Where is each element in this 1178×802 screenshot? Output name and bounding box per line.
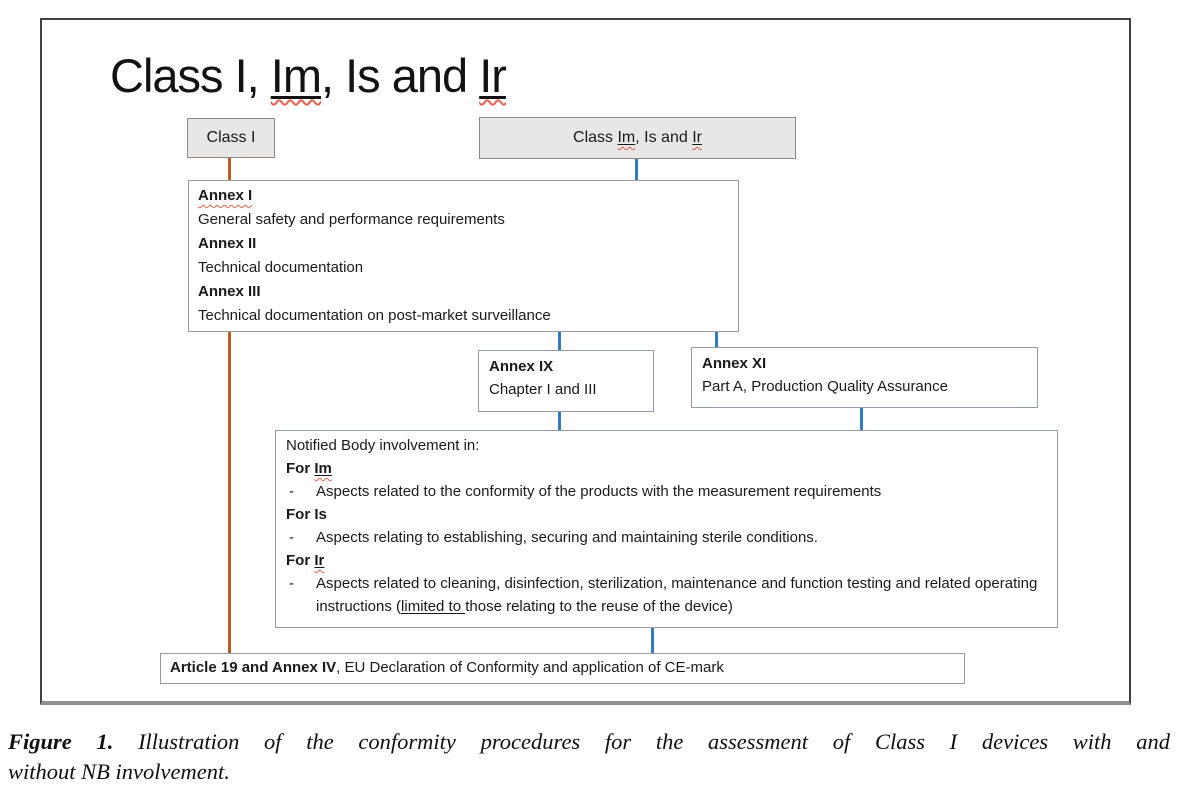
- text-line: General safety and performance requireme…: [198, 211, 505, 228]
- bullet-dash: -: [289, 575, 294, 592]
- text-line: Part A, Production Quality Assurance: [702, 378, 948, 395]
- node-class-im-is-ir: Class Im, Is and Ir: [479, 117, 796, 159]
- text-line: - Aspects relating to establishing, secur…: [286, 526, 1047, 549]
- connector-annex-xi-to-notified-body: [860, 407, 863, 431]
- node-notified-body-involvement: Notified Body involvement in: For Im - Aspe…: [275, 430, 1058, 628]
- figure-caption: Figure 1. Illustration of the conformity…: [8, 727, 1170, 787]
- spellcheck-squiggle: Ir: [692, 129, 702, 146]
- caption-line-2: without NB involvement.: [8, 759, 230, 784]
- text-line: Annex IX: [489, 358, 554, 375]
- node-class-i: Class I: [187, 118, 275, 158]
- text-line: For Is: [286, 506, 327, 523]
- caption-text-line1: Illustration of the conformity procedure…: [113, 729, 1171, 754]
- connector-class-im-to-annex123: [635, 157, 638, 181]
- text-line: Article 19 and Annex IV, EU Declaration …: [170, 659, 724, 676]
- spellcheck-squiggle: Ir: [314, 552, 325, 569]
- connector-annex-ix-to-notified-body: [558, 411, 561, 431]
- caption-line-1: Figure 1. Illustration of the conformity…: [8, 727, 1170, 757]
- spellcheck-squiggle: Im: [314, 460, 332, 477]
- text-line: Technical documentation: [198, 259, 364, 276]
- spellcheck-squiggle: Im: [617, 129, 636, 146]
- figure-title-line: Class I, Im, Is and Ir: [110, 49, 507, 102]
- connector-class-i-to-article19: [228, 157, 231, 653]
- text-line: - Aspects related to cleaning, disinfecti…: [286, 572, 1047, 618]
- node-article-19-annex-iv: Article 19 and Annex IV, EU Declaration …: [160, 653, 965, 684]
- node-annex-ix: Annex IX Chapter I and III: [478, 350, 654, 412]
- spellcheck-squiggle: Ir: [479, 49, 507, 102]
- spellcheck-squiggle: Annex I: [198, 187, 253, 204]
- text-line: Chapter I and III: [489, 381, 597, 398]
- text-line: Class I: [206, 129, 256, 146]
- text-line: Annex I: [198, 184, 729, 208]
- node-annex-xi: Annex XI Part A, Production Quality Assur…: [691, 347, 1038, 408]
- bullet-dash: -: [289, 483, 294, 500]
- node-annex-i-ii-iii: Annex I General safety and performance re…: [188, 180, 739, 332]
- bullet-text: Aspects relating to establishing, securi…: [316, 529, 818, 546]
- connector-annex123-to-annex-ix: [558, 330, 561, 351]
- text-line: Class Im, Is and Ir: [573, 129, 702, 146]
- spellcheck-squiggle: Im: [270, 49, 322, 102]
- text-line: Annex III: [198, 283, 261, 300]
- connector-notified-body-to-article19: [651, 627, 654, 654]
- figure-title: Class I, Im, Is and Ir: [110, 48, 507, 104]
- connector-annex123-to-annex-xi: [715, 330, 718, 348]
- text-line: - Aspects related to the conformity of th…: [286, 480, 1047, 503]
- text-line: For Im: [286, 460, 332, 477]
- text-line: Annex II: [198, 235, 257, 252]
- bullet-text: Aspects related to the conformity of the…: [316, 483, 882, 500]
- text-line: Notified Body involvement in:: [286, 437, 480, 454]
- bullet-dash: -: [289, 529, 294, 546]
- figure-frame: Class I, Im, Is and Ir Class I Class Im,…: [40, 18, 1131, 705]
- bullet-text: Aspects related to cleaning, disinfectio…: [316, 575, 1038, 615]
- text-line: For Ir: [286, 552, 325, 569]
- text-line: Technical documentation on post-market s…: [198, 307, 551, 324]
- caption-figure-label: Figure 1.: [8, 729, 114, 754]
- text-line: Annex XI: [702, 355, 767, 372]
